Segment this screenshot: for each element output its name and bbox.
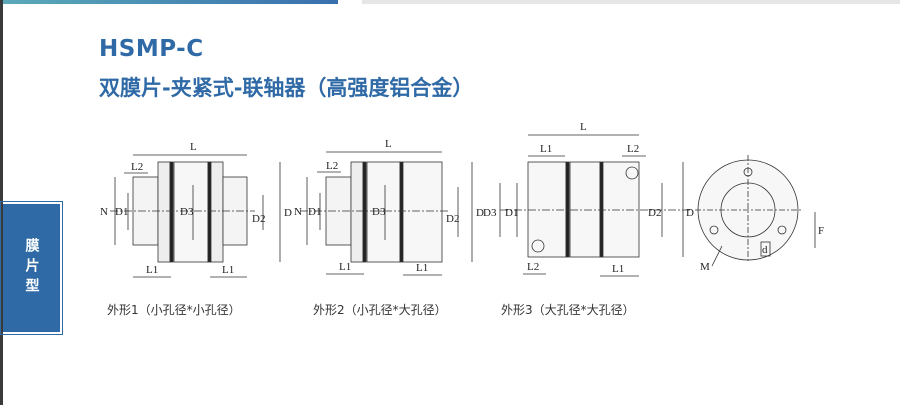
caption-shape-1: 外形1（小孔径*小孔径） [107, 303, 241, 317]
dim-D1: D1 [115, 206, 128, 218]
dim-L2: L2 [131, 161, 143, 173]
dim-M: M [700, 261, 710, 273]
caption-shape-3: 外形3（大孔径*大孔径） [501, 303, 635, 317]
top-accent-bar [3, 0, 338, 4]
page-edge [0, 0, 3, 405]
category-tab-label: 膜片型 [23, 238, 40, 298]
dim-L2: L2 [326, 160, 338, 172]
dim-F: F [818, 225, 824, 237]
dim-L1: L1 [339, 261, 351, 273]
drawing-shape-3: L L1 L2 D D2 D3 D1 L2 L1 [483, 121, 694, 277]
dim-D: D [284, 207, 292, 219]
dim-N: N [294, 206, 302, 218]
dim-L1: L1 [222, 264, 234, 276]
dim-N: N [100, 206, 108, 218]
dim-L: L [190, 141, 197, 153]
dim-D: D [476, 207, 484, 219]
dim-L1: L1 [612, 263, 624, 275]
drawing-shape-1: L D D2 D3 N D1 L2 L1 L1 [100, 141, 292, 278]
dim-D3: D3 [483, 207, 497, 219]
dim-L2: L2 [627, 143, 639, 155]
dim-L1: L1 [146, 264, 158, 276]
dim-D: D [686, 207, 694, 219]
dim-D2: D2 [252, 213, 265, 225]
dim-L: L [385, 138, 392, 150]
dim-L1: L1 [416, 262, 428, 274]
product-model: HSMP-C [99, 36, 204, 62]
end-view-drawing: F d M [695, 155, 824, 273]
top-grey-bar [362, 0, 900, 4]
dim-d: d [762, 244, 768, 256]
dim-L1: L1 [540, 143, 552, 155]
caption-shape-2: 外形2（小孔径*大孔径） [313, 303, 447, 317]
dim-D3: D3 [372, 206, 386, 218]
dim-D2: D2 [446, 213, 459, 225]
drawing-shape-2: L D D2 D3 N D1 L2 L1 L1 [294, 138, 484, 276]
category-tab[interactable]: 膜片型 [0, 201, 63, 335]
dim-D3: D3 [180, 206, 194, 218]
product-subtitle: 双膜片-夹紧式-联轴器（高强度铝合金） [99, 76, 474, 100]
dim-D1: D1 [308, 206, 321, 218]
dim-D1: D1 [505, 207, 518, 219]
dim-D2: D2 [648, 207, 661, 219]
dim-L: L [580, 121, 587, 133]
dim-L2: L2 [527, 261, 539, 273]
